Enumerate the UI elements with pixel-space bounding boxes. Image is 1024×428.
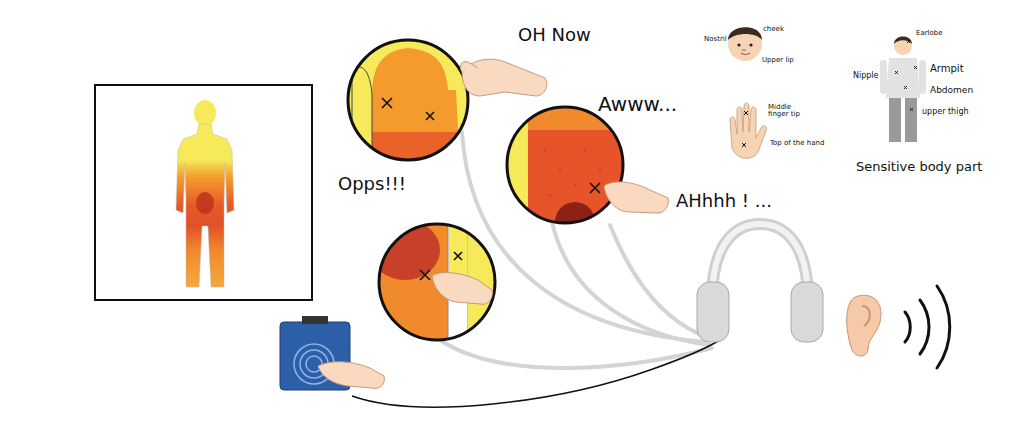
part-label: cheek — [763, 26, 784, 33]
speech-text: OH Now — [518, 26, 591, 45]
part-label: Abdomen — [930, 86, 973, 95]
part-label: Middle finger tip — [768, 104, 812, 119]
heading-text: Sensitive body part — [856, 160, 982, 174]
speech-text: AHhhh ! ... — [676, 192, 772, 211]
part-label: Nipple — [853, 72, 879, 80]
part-label: upper thigh — [922, 108, 969, 116]
part-label: Upper lip — [762, 57, 794, 64]
part-label: Earlobe — [916, 30, 943, 37]
part-label: Armpit — [930, 64, 964, 75]
speech-text: Opps!!! — [338, 175, 406, 194]
speech-text: Awww... — [598, 94, 677, 115]
part-label: Nostril — [704, 36, 727, 43]
part-label: Top of the hand — [770, 140, 824, 147]
